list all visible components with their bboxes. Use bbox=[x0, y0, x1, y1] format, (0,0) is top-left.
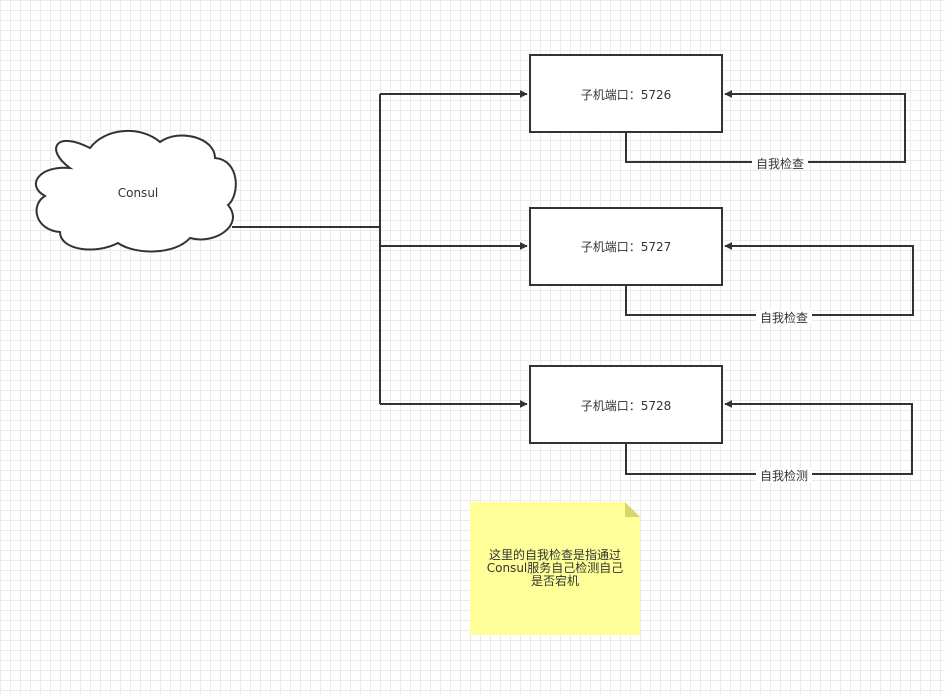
connector-lines bbox=[232, 90, 528, 408]
loop-label-bg bbox=[756, 310, 812, 324]
node-5728[interactable]: 子机端口：5728 bbox=[529, 365, 723, 444]
loop-label: 自我检查 bbox=[756, 156, 804, 171]
loop-label: 自我检查 bbox=[760, 310, 808, 325]
consul-label: Consul bbox=[118, 186, 159, 200]
consul-cloud[interactable]: Consul bbox=[34, 130, 237, 253]
sticky-note[interactable]: 这里的自我检查是指通过 Consul服务自己检测自己 是否宕机 bbox=[470, 502, 640, 635]
loop-label: 自我检测 bbox=[760, 468, 808, 483]
note-text: 这里的自我检查是指通过 Consul服务自己检测自己 是否宕机 bbox=[486, 548, 624, 588]
loop-label-bg bbox=[756, 468, 812, 482]
self-check-loop-1 bbox=[625, 90, 906, 163]
node-5726[interactable]: 子机端口：5726 bbox=[529, 54, 723, 133]
self-check-loop-2 bbox=[625, 242, 914, 316]
node-label: 子机端口：5727 bbox=[581, 240, 672, 254]
self-check-loop-3 bbox=[625, 400, 913, 475]
loop-label-bg bbox=[752, 156, 808, 170]
node-label: 子机端口：5726 bbox=[581, 88, 672, 102]
node-5727[interactable]: 子机端口：5727 bbox=[529, 207, 723, 286]
node-label: 子机端口：5728 bbox=[581, 399, 672, 413]
